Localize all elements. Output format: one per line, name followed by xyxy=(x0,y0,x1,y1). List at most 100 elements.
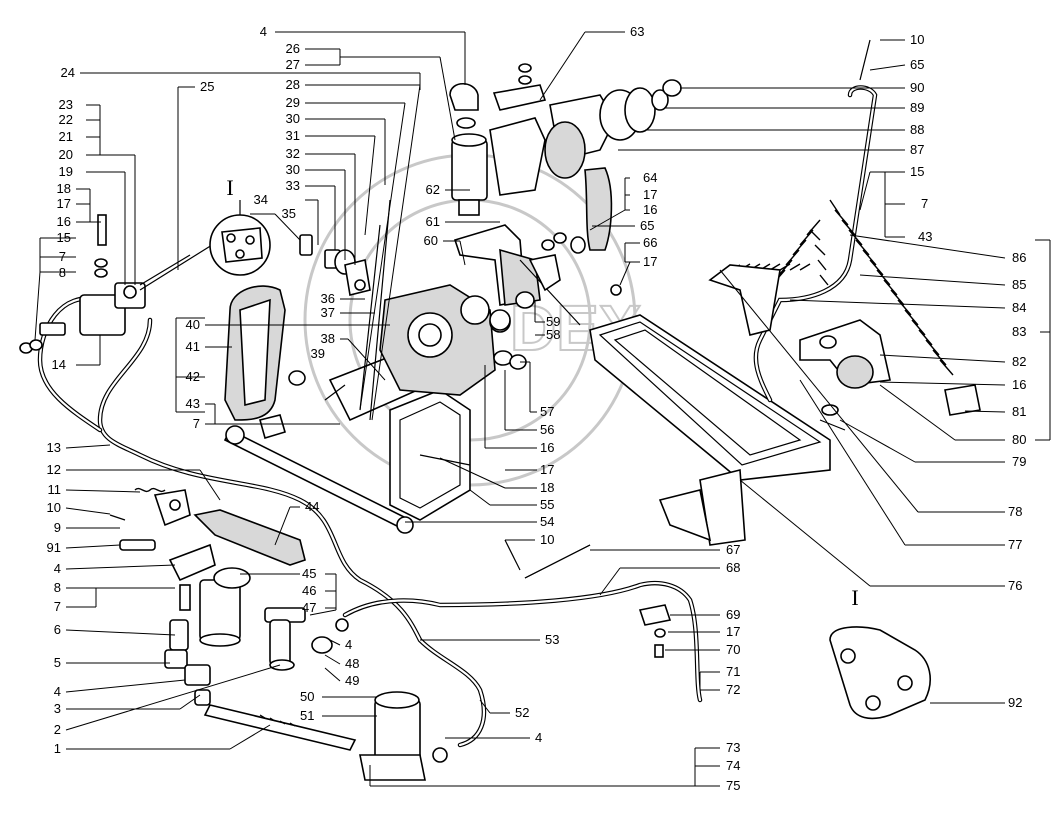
callout: 7 xyxy=(59,249,66,264)
callout: 10 xyxy=(910,32,924,47)
callout: 6 xyxy=(54,622,61,637)
callout: 18 xyxy=(57,181,71,196)
callout: 56 xyxy=(540,422,554,437)
callout: 19 xyxy=(59,164,73,179)
callout: 90 xyxy=(910,80,924,95)
callout: 36 xyxy=(321,291,335,306)
callout: 23 xyxy=(59,97,73,112)
callout: 16 xyxy=(643,202,657,217)
callout: 60 xyxy=(424,233,438,248)
callout: 4 xyxy=(54,684,61,699)
callout: 4 xyxy=(54,561,61,576)
callout: 41 xyxy=(186,339,200,354)
lower-cylinder xyxy=(359,691,448,781)
callout: 92 xyxy=(1008,695,1022,710)
callout: 84 xyxy=(1012,300,1026,315)
clamp-82 xyxy=(799,319,891,389)
callout: 35 xyxy=(282,206,296,221)
callout: 11 xyxy=(48,482,62,497)
callout: 30 xyxy=(286,111,300,126)
callout: 68 xyxy=(726,560,740,575)
callout: 30 xyxy=(286,162,300,177)
callout: 16 xyxy=(540,440,554,455)
callout: 46 xyxy=(302,583,316,598)
callout: 63 xyxy=(630,24,644,39)
pedal-plate xyxy=(589,314,831,546)
callout: 85 xyxy=(1012,277,1026,292)
callout: 48 xyxy=(345,656,359,671)
callout: 4 xyxy=(345,637,352,652)
callout: 7 xyxy=(921,196,928,211)
callout: 86 xyxy=(1012,250,1026,265)
callout: 7 xyxy=(193,416,200,431)
callout: 72 xyxy=(726,682,740,697)
callout: 31 xyxy=(286,128,300,143)
callout: 2 xyxy=(54,722,61,737)
callout: 5 xyxy=(54,655,61,670)
callout: 69 xyxy=(726,607,740,622)
callout: 22 xyxy=(59,112,73,127)
callout: 44 xyxy=(305,499,319,514)
master-cylinder xyxy=(168,543,251,647)
callout: 76 xyxy=(1008,578,1022,593)
tee-fitting xyxy=(264,607,349,671)
callout: 91 xyxy=(47,540,61,555)
callout: 14 xyxy=(52,357,66,372)
callout: 77 xyxy=(1008,537,1022,552)
callout: 17 xyxy=(540,462,554,477)
callout: 55 xyxy=(540,497,554,512)
callout: 65 xyxy=(640,218,654,233)
callout: 39 xyxy=(311,346,325,361)
callout: 17 xyxy=(643,187,657,202)
callout: 20 xyxy=(59,147,73,162)
callout: 75 xyxy=(726,778,740,793)
section-mark-bottom: I xyxy=(851,585,858,610)
callout: 88 xyxy=(910,122,924,137)
callout: 16 xyxy=(1012,377,1026,392)
callout: 83 xyxy=(1012,324,1026,339)
callout: 51 xyxy=(300,708,314,723)
callout: 33 xyxy=(286,178,300,193)
callout: 8 xyxy=(59,265,66,280)
callout: 16 xyxy=(57,214,71,229)
callout: 37 xyxy=(321,305,335,320)
callout: 21 xyxy=(59,129,73,144)
callout: 43 xyxy=(186,396,200,411)
callout: 17 xyxy=(726,624,740,639)
callout: 18 xyxy=(540,480,554,495)
callout: 50 xyxy=(300,689,314,704)
callout: 65 xyxy=(910,57,924,72)
callout: 12 xyxy=(47,462,61,477)
callout: 24 xyxy=(61,65,75,80)
callout: 45 xyxy=(302,566,316,581)
callout: 3 xyxy=(54,701,61,716)
cover-plate xyxy=(389,389,471,521)
callout: 15 xyxy=(910,164,924,179)
callout: 28 xyxy=(286,77,300,92)
leader-lines xyxy=(34,31,1051,787)
callout: 67 xyxy=(726,542,740,557)
callout: 43 xyxy=(918,229,932,244)
left-bracket-assembly xyxy=(19,214,191,354)
callout: 15 xyxy=(57,230,71,245)
callout: 53 xyxy=(545,632,559,647)
callout: 29 xyxy=(286,95,300,110)
section-mark-top: I xyxy=(226,175,233,200)
callout: 7 xyxy=(54,599,61,614)
callout: 81 xyxy=(1012,404,1026,419)
callout: 71 xyxy=(726,664,740,679)
callout: 87 xyxy=(910,142,924,157)
pedal-arm xyxy=(584,167,613,251)
section-I-detail-top: I xyxy=(209,175,271,276)
callout: 62 xyxy=(426,182,440,197)
callout: 34 xyxy=(254,192,268,207)
callout: 82 xyxy=(1012,354,1026,369)
section-I-detail-bottom: I xyxy=(829,585,931,720)
callout: 38 xyxy=(321,331,335,346)
housing xyxy=(379,284,511,396)
top-bracket-63 xyxy=(489,63,547,196)
left-cable xyxy=(37,296,487,748)
callout: 73 xyxy=(726,740,740,755)
lever-bar xyxy=(223,414,414,534)
